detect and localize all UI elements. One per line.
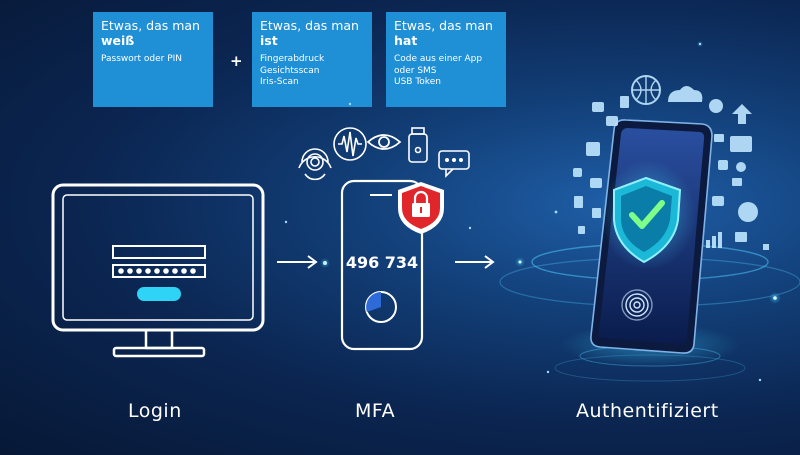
- factor-title: Etwas, das man: [394, 18, 493, 33]
- voice-wave-icon: [333, 127, 367, 161]
- login-form-icon: [112, 245, 206, 301]
- plus-sign: +: [230, 52, 243, 70]
- factor-title: Etwas, das man: [101, 18, 200, 33]
- arrow-right-icon: [277, 255, 318, 269]
- shield-check-icon: [600, 160, 696, 270]
- monitor-icon: [51, 183, 265, 358]
- usb-token-icon: [408, 127, 428, 163]
- factor-box-have: Etwas, das man hat Code aus einer App od…: [386, 12, 506, 107]
- factor-keyword: ist: [260, 33, 278, 48]
- factor-keyword: weiß: [101, 33, 135, 48]
- floating-icons: [573, 75, 769, 250]
- sms-bubble-icon: [438, 150, 470, 178]
- mfa-phone-icon: [340, 179, 424, 351]
- factor-detail: Code aus einer App oder SMS USB Token: [394, 54, 483, 87]
- factor-detail: Fingerabdruck Gesichtsscan Iris-Scan: [260, 54, 325, 87]
- mfa-code: 496 734: [346, 253, 418, 272]
- eye-icon: [366, 134, 402, 150]
- fingerprint-icon: [621, 289, 653, 321]
- factor-detail: Passwort oder PIN: [101, 54, 183, 64]
- stage-label-mfa: MFA: [355, 400, 396, 422]
- arrow-right-icon: [455, 255, 495, 269]
- factor-title: Etwas, das man: [260, 18, 359, 33]
- factor-keyword: hat: [394, 33, 418, 48]
- factor-box-are: Etwas, das man ist Fingerabdruck Gesicht…: [252, 12, 372, 107]
- factor-box-know: Etwas, das man weiß Passwort oder PIN: [93, 12, 213, 107]
- stage-label-login: Login: [128, 400, 182, 422]
- glow-dots: [284, 41, 781, 382]
- stage-label-authenticated: Authentifiziert: [576, 400, 719, 422]
- fingerprint-icon: [298, 148, 332, 181]
- shield-lock-icon: [398, 182, 444, 234]
